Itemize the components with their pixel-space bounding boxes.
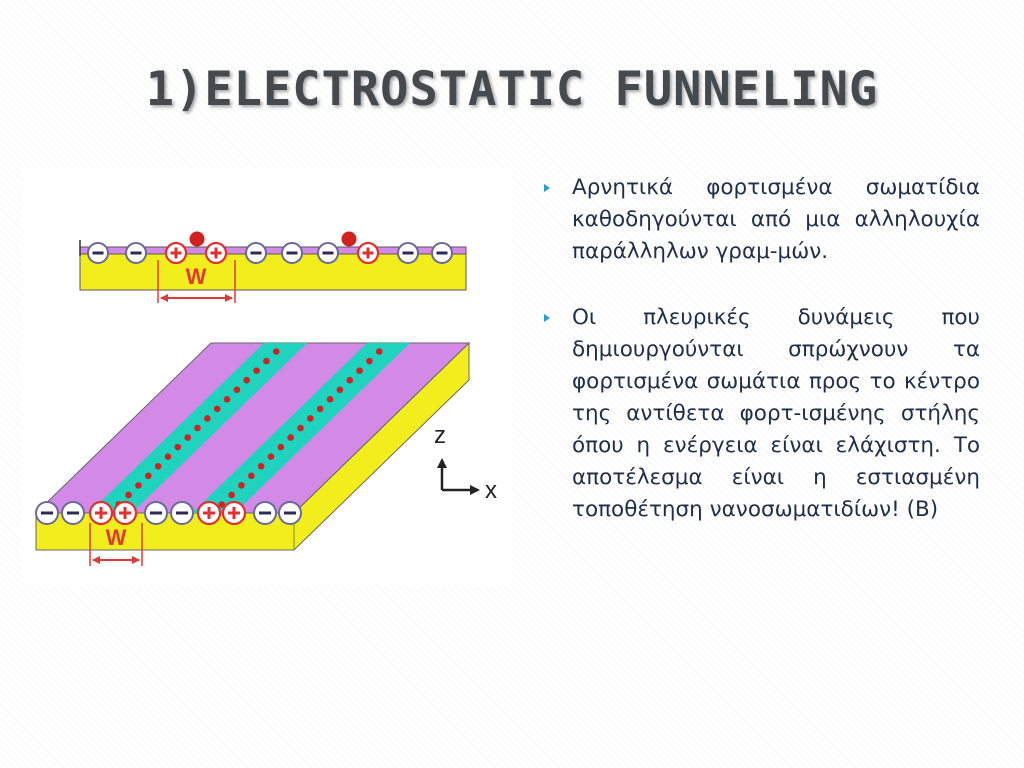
chain-particle bbox=[204, 415, 211, 422]
chain-particle bbox=[247, 472, 255, 480]
chain-particle bbox=[144, 472, 152, 480]
bullet-item: Οι πλευρικές δυνάμεις που δημιουργούνται… bbox=[538, 302, 980, 526]
particle-chains bbox=[115, 348, 383, 508]
chain-particle bbox=[233, 386, 241, 394]
bullet-text: Οι πλευρικές δυνάμεις που δημιουργούνται… bbox=[572, 305, 980, 522]
chain-particle bbox=[267, 453, 275, 460]
chain-particle bbox=[277, 443, 285, 451]
chain-particle bbox=[326, 396, 334, 403]
chain-particle bbox=[213, 405, 221, 413]
negative-charge-icon bbox=[278, 501, 302, 525]
axes-indicator: z x bbox=[434, 422, 497, 504]
chain-particle bbox=[263, 357, 270, 365]
negative-charge-icon bbox=[431, 242, 453, 264]
x-axis-label: x bbox=[485, 477, 497, 504]
negative-charge-icon bbox=[170, 501, 194, 525]
negative-charge-icon bbox=[281, 242, 303, 264]
positive-charge-icon bbox=[112, 500, 138, 526]
funneling-figure: W W z x bbox=[22, 168, 512, 586]
chain-particle bbox=[135, 482, 142, 489]
chain-particle bbox=[336, 386, 344, 394]
triangle-bullet-icon bbox=[544, 314, 550, 322]
chain-particle bbox=[194, 424, 201, 432]
surface-3d: W bbox=[34, 341, 471, 566]
top-charge-row bbox=[87, 241, 453, 265]
positive-charge-icon bbox=[204, 241, 228, 265]
chain-particle bbox=[253, 367, 260, 374]
positive-charge-icon bbox=[164, 241, 188, 265]
positive-charge-icon bbox=[221, 500, 247, 526]
negative-charge-icon bbox=[245, 242, 267, 264]
chain-particle bbox=[287, 434, 294, 441]
chain-particle bbox=[272, 348, 280, 355]
negative-charge-icon bbox=[253, 501, 277, 525]
chain-particle bbox=[346, 376, 354, 384]
particle bbox=[189, 231, 205, 247]
negative-charge-icon bbox=[397, 242, 419, 264]
bottom-charge-row bbox=[35, 500, 302, 526]
chain-particle bbox=[307, 415, 314, 422]
negative-charge-icon bbox=[144, 501, 168, 525]
cross-section: W bbox=[79, 231, 467, 303]
chain-particle bbox=[164, 453, 172, 460]
bullet-text: Αρνητικά φορτισμένα σωματίδια καθοδηγούν… bbox=[572, 175, 980, 264]
negative-charge-icon bbox=[87, 242, 109, 264]
slide-title: 1)ELECTROSTATIC FUNNELING bbox=[145, 62, 879, 117]
width-label-bottom: W bbox=[106, 525, 127, 550]
bullet-item: Αρνητικά φορτισμένα σωματίδια καθοδηγούν… bbox=[538, 172, 980, 268]
chain-particle bbox=[174, 443, 182, 451]
negative-charge-icon bbox=[61, 501, 85, 525]
chain-particle bbox=[125, 491, 132, 499]
bullet-list: Αρνητικά φορτισμένα σωματίδια καθοδηγούν… bbox=[538, 172, 980, 560]
chain-particle bbox=[356, 367, 363, 374]
chain-particle bbox=[238, 482, 245, 489]
negative-charge-icon bbox=[35, 501, 59, 525]
particle bbox=[341, 231, 357, 247]
funneling-diagram: W W z x bbox=[34, 231, 497, 566]
positive-charge-icon bbox=[88, 500, 114, 526]
negative-charge-icon bbox=[125, 242, 147, 264]
chain-particle bbox=[375, 348, 383, 355]
chain-particle bbox=[154, 462, 162, 470]
chain-particle bbox=[228, 491, 235, 499]
positive-charge-icon bbox=[356, 241, 380, 265]
chain-particle bbox=[243, 376, 251, 384]
chain-particle bbox=[366, 357, 373, 365]
width-label-top: W bbox=[186, 264, 207, 289]
chain-particle bbox=[184, 434, 191, 441]
chain-particle bbox=[316, 405, 324, 413]
negative-charge-icon bbox=[317, 242, 339, 264]
chain-particle bbox=[223, 396, 231, 403]
triangle-bullet-icon bbox=[544, 184, 550, 192]
z-axis-label: z bbox=[434, 422, 446, 449]
chain-particle bbox=[257, 462, 265, 470]
positive-charge-icon bbox=[196, 500, 222, 526]
chain-particle bbox=[297, 424, 304, 432]
chain-particle bbox=[218, 501, 226, 508]
